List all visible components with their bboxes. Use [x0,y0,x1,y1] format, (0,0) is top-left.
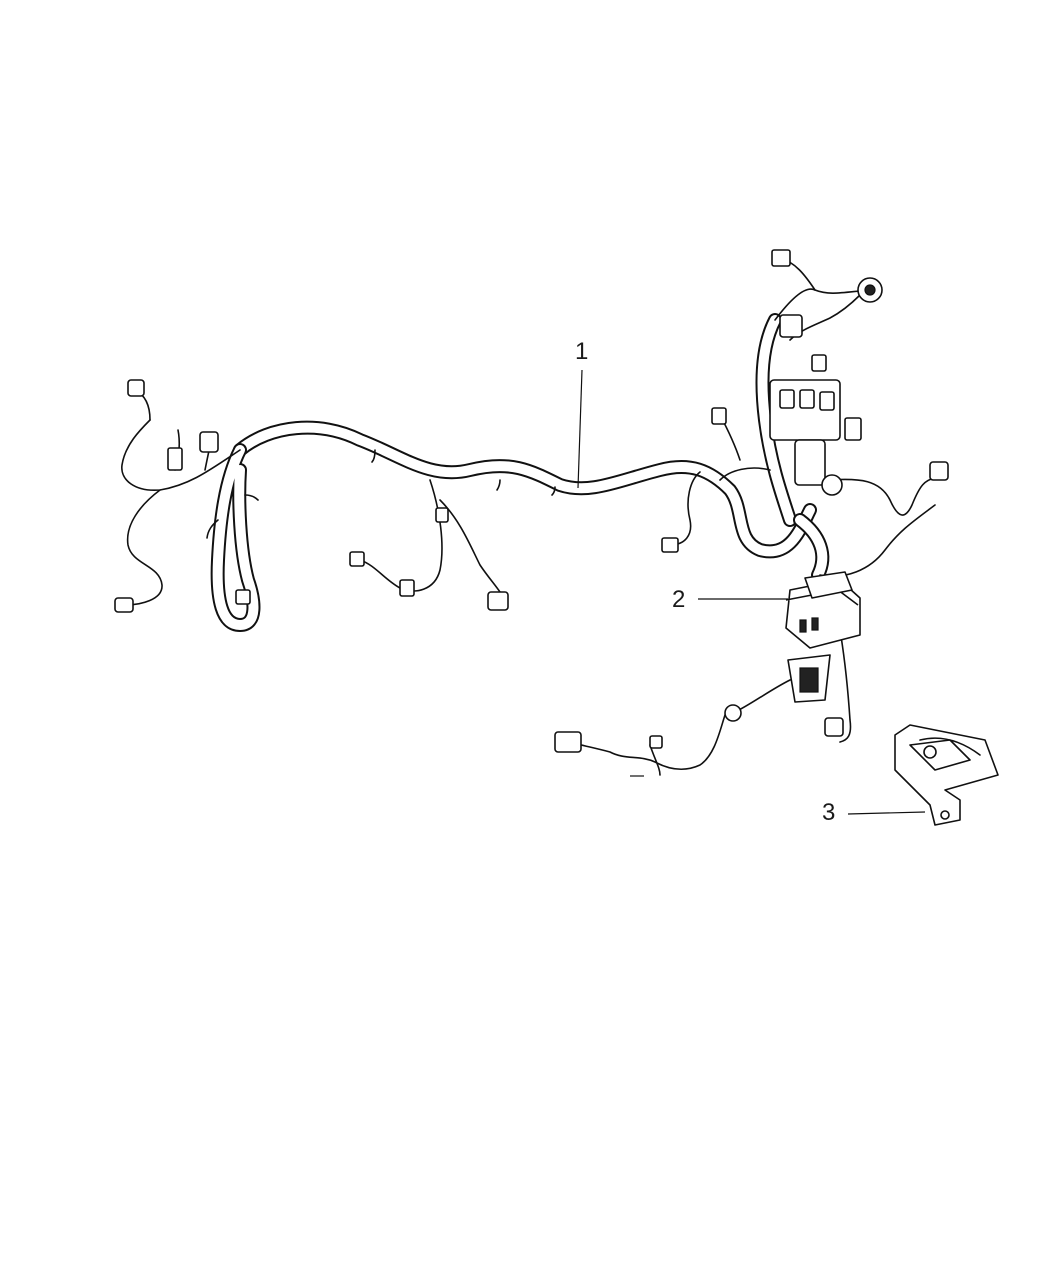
mounting-bracket [894,724,999,826]
callout-1: 1 [575,338,589,365]
callout-3: 3 [822,799,836,826]
fuse-relay-box [785,571,861,703]
leader-3 [847,811,926,815]
harness-connectors [114,249,949,753]
leader-1 [577,369,583,489]
leader-lines [577,369,926,815]
callout-2: 2 [672,586,686,613]
relay-block [769,314,862,496]
